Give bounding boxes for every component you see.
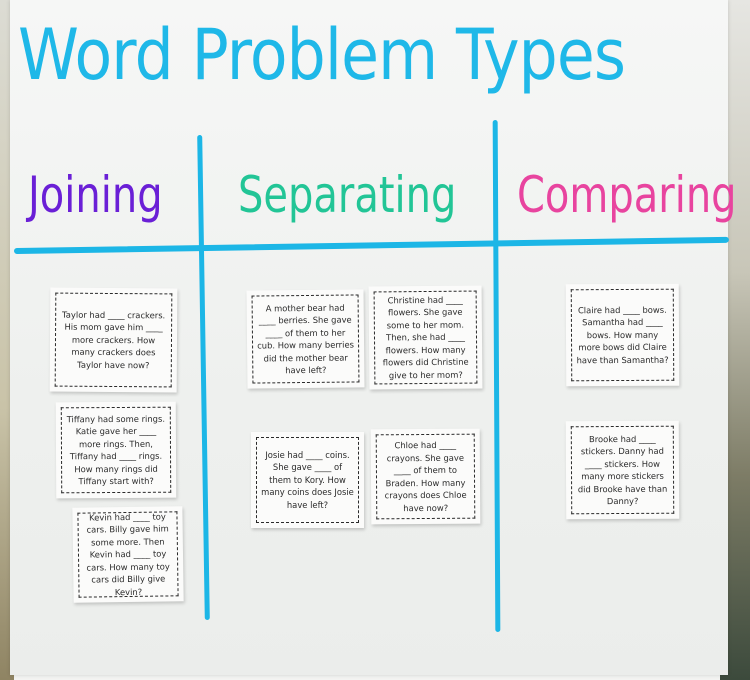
word-problem-card: A mother bear had ____ berries. She gave… bbox=[246, 289, 365, 389]
word-problem-card: Kevin had ____ toy cars. Billy gave him … bbox=[72, 506, 184, 603]
card-text: Josie had ____ coins. She gave ____ of t… bbox=[256, 437, 359, 523]
card-text: Tiffany had some rings. Katie gave her _… bbox=[60, 406, 172, 494]
card-text: Chloe had ____ crayons. She gave ____ of… bbox=[375, 433, 476, 520]
card-text: Brooke had ____ stickers. Danny had ____… bbox=[570, 425, 675, 515]
word-problem-card: Josie had ____ coins. She gave ____ of t… bbox=[251, 432, 364, 528]
word-problem-card: Brooke had ____ stickers. Danny had ____… bbox=[565, 420, 680, 520]
column-heading-comparing: Comparing bbox=[517, 166, 737, 224]
word-problem-card: Christine had ____ flowers. She gave som… bbox=[368, 285, 483, 390]
word-problem-card: Claire had ____ bows. Samantha had ____ … bbox=[565, 283, 680, 387]
word-problem-card: Tiffany had some rings. Katie gave her _… bbox=[55, 401, 177, 499]
word-problem-card: Chloe had ____ crayons. She gave ____ of… bbox=[370, 428, 481, 525]
column-heading-joining: Joining bbox=[28, 166, 163, 224]
card-text: A mother bear had ____ berries. She gave… bbox=[251, 294, 360, 384]
card-text: Claire had ____ bows. Samantha had ____ … bbox=[570, 288, 675, 382]
word-problem-card: Taylor had ____ crackers. His mom gave h… bbox=[49, 287, 178, 393]
chart-title: Word Problem Types bbox=[18, 14, 626, 96]
card-text: Kevin had ____ toy cars. Billy gave him … bbox=[77, 511, 179, 598]
card-text: Christine had ____ flowers. She gave som… bbox=[373, 290, 478, 385]
card-text: Taylor had ____ crackers. His mom gave h… bbox=[54, 292, 173, 388]
column-heading-separating: Separating bbox=[238, 166, 457, 224]
